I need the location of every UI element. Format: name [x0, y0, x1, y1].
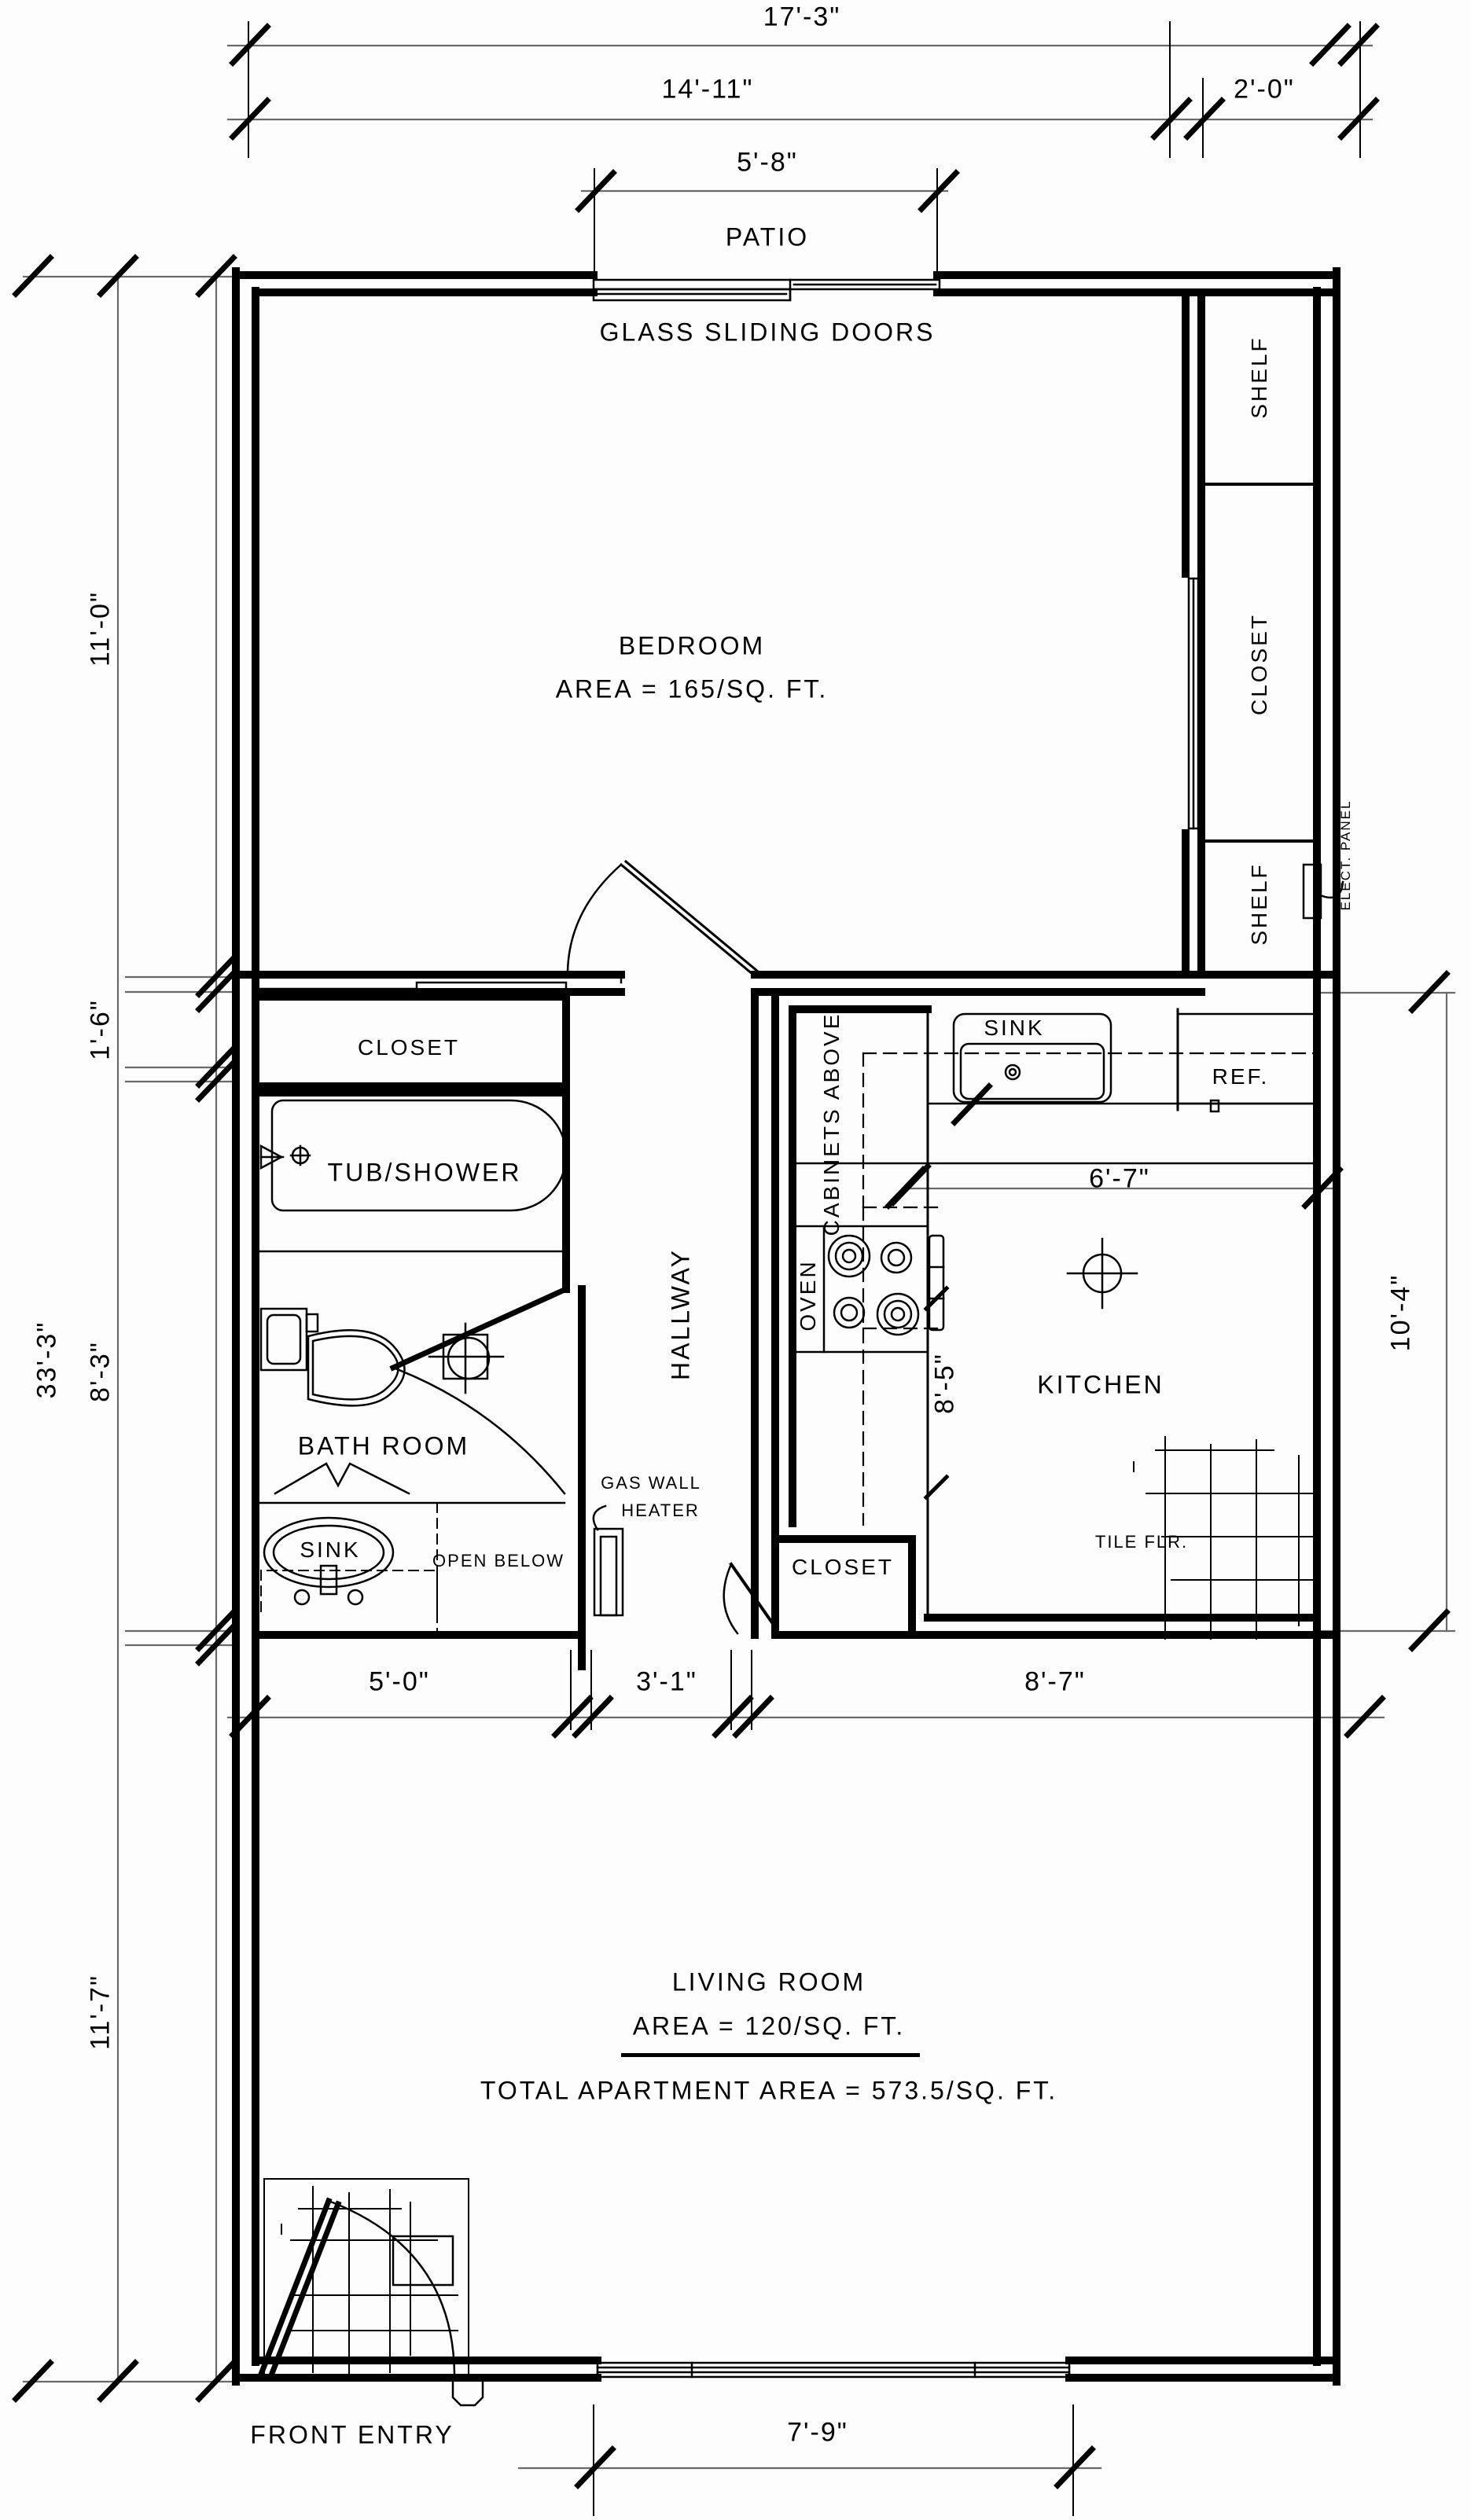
bedroom-label: BEDROOM [618, 631, 766, 660]
living-room-area-label: AREA = 120/SQ. FT. [632, 2011, 906, 2041]
kitchen-closet-walls [771, 1535, 916, 1639]
tub-shower [258, 1099, 568, 1253]
closet-hall-label: CLOSET [357, 1035, 461, 1060]
bathroom-vanity [256, 1462, 566, 1606]
dim-counter-run: 6'-7" [1089, 1163, 1150, 1194]
total-apartment-area-label: TOTAL APARTMENT AREA = 573.5/SQ. FT. [480, 2076, 1058, 2105]
dimension-ticks-middle [229, 1695, 1386, 1739]
elect-panel-label: ELECT. PANEL [1338, 799, 1353, 911]
hall-closet-walls [252, 993, 570, 1090]
glass-sliding-doors-label: GLASS SLIDING DOORS [599, 318, 936, 347]
tub-shower-label: TUB/SHOWER [327, 1158, 522, 1187]
closet-bifold-doors [1187, 577, 1200, 830]
oven-range [791, 1225, 945, 1354]
kitchen-sink [952, 1012, 1112, 1104]
exterior-walls [232, 267, 1340, 2386]
refrigerator-label: REF. [1212, 1064, 1270, 1089]
dim-bath-width: 5'-0" [369, 1666, 430, 1697]
dimension-lines-top [226, 44, 1374, 193]
oven-label: OVEN [796, 1259, 820, 1332]
bathroom-walls [252, 1089, 586, 1639]
cabinets-above-dashed [862, 1052, 1316, 1526]
dim-bedroom-depth: 11'-0" [85, 590, 116, 667]
kitchen-closet-door [723, 1562, 778, 1635]
dim-living-depth: 11'-7" [85, 1974, 116, 2051]
dimension-ticks-bottom [574, 2445, 1096, 2489]
kitchen-closet-label: CLOSET [791, 1555, 895, 1579]
dimension-ticks-top [229, 23, 1380, 213]
area-underline [621, 2053, 920, 2057]
refrigerator [1176, 1012, 1316, 1113]
open-below-label: OPEN BELOW [432, 1551, 564, 1570]
dim-overall-width: 17'-3" [763, 2, 841, 32]
dim-bath-depth: 8'-3" [85, 1341, 116, 1402]
bath-room-label: BATH ROOM [297, 1431, 470, 1460]
closet-right-label: CLOSET [1247, 612, 1271, 716]
dim-kitchen-depth: 10'-4" [1385, 1273, 1416, 1352]
dim-closet-width: 2'-0" [1234, 74, 1295, 105]
bath-sink-label: SINK [300, 1537, 361, 1562]
closet-shelf-lines [1200, 483, 1319, 843]
toilet [259, 1307, 406, 1407]
hallway-label: HALLWAY [666, 1248, 695, 1380]
dim-closet-depth: 1'-6" [85, 999, 116, 1060]
tile-floor-label: TILE FLR. [1094, 1532, 1189, 1552]
patio-label: PATIO [725, 222, 810, 252]
bedroom-door [566, 859, 760, 984]
front-entry-tile [263, 2178, 469, 2379]
dim-kitchen-width: 8'-7" [1024, 1666, 1086, 1697]
dim-overall-depth: 33'-3" [31, 1321, 62, 1399]
dim-patio-width: 5'-8" [737, 147, 798, 178]
kitchen-tile-floor [1133, 1436, 1315, 1640]
kitchen-counters [791, 1008, 1316, 1619]
kitchen-label: KITCHEN [1037, 1370, 1164, 1399]
dimension-ticks-right [1408, 970, 1451, 1652]
dimension-extension-bottom [593, 2404, 1074, 2516]
cabinets-above-label: CABINETS ABOVE [819, 1012, 844, 1236]
gas-wall-heater-label-line1: GAS WALL [601, 1473, 701, 1493]
dimension-ticks-left [12, 254, 237, 2403]
gas-wall-heater-label-line2: HEATER [621, 1501, 700, 1520]
living-room-window [596, 2361, 1071, 2379]
dim-hall-width: 3'-1" [636, 1666, 697, 1697]
hall-closet-bifold [258, 981, 568, 1000]
bedroom-area-label: AREA = 165/SQ. FT. [555, 674, 829, 703]
front-entry-threshold [451, 2379, 484, 2407]
dim-kitchen-clear: 8'-5" [929, 1353, 960, 1414]
bedroom-closet-partition [1182, 288, 1205, 979]
vanity-open-below [260, 1502, 438, 1634]
kitchen-ceiling-light [1066, 1237, 1138, 1310]
bathroom-door [389, 1285, 570, 1495]
kitchen-sink-label: SINK [984, 1016, 1045, 1040]
hallway-walls [578, 988, 759, 1670]
kitchen-counter-tick [889, 1163, 932, 1207]
living-room-label: LIVING ROOM [671, 1967, 866, 1997]
gas-wall-heater [592, 1504, 624, 1617]
electrical-panel [1302, 863, 1344, 920]
dim-window-width: 7'-9" [787, 2417, 848, 2448]
front-entry-door [258, 2197, 456, 2379]
dim-interior-width: 14'-11" [661, 74, 754, 105]
front-entry-label: FRONT ENTRY [250, 2420, 454, 2449]
glass-sliding-doors [592, 278, 941, 302]
shelf-top-label: SHELF [1247, 336, 1271, 419]
shelf-bottom-label: SHELF [1247, 862, 1271, 946]
kitchen-sink-tick [951, 1082, 993, 1126]
